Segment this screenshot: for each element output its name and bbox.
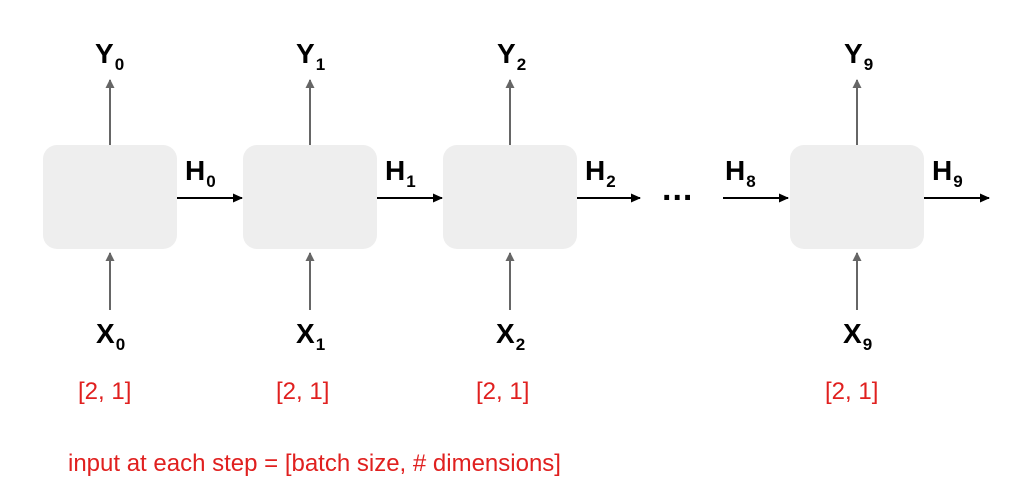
output-label-9: Y9 [844, 38, 874, 74]
hidden-label-2: H2 [585, 155, 616, 191]
input-shape-0: [2, 1] [78, 378, 132, 405]
input-shape-1: [2, 1] [276, 378, 330, 405]
rnn-cell-2 [443, 145, 577, 249]
input-label-0: X0 [96, 318, 126, 354]
output-label-1: Y1 [296, 38, 326, 74]
rnn-cell-0 [43, 145, 177, 249]
hidden-label-8: H8 [725, 155, 756, 191]
input-shape-9: [2, 1] [825, 378, 879, 405]
output-label-2: Y2 [497, 38, 527, 74]
output-label-0: Y0 [95, 38, 125, 74]
ellipsis: ... [662, 170, 694, 208]
rnn-cell-1 [243, 145, 377, 249]
input-label-1: X1 [296, 318, 326, 354]
input-label-9: X9 [843, 318, 873, 354]
hidden-label-9: H9 [932, 155, 963, 191]
caption: input at each step = [batch size, # dime… [68, 450, 561, 477]
input-shape-2: [2, 1] [476, 378, 530, 405]
hidden-label-1: H1 [385, 155, 416, 191]
rnn-cell-9 [790, 145, 924, 249]
input-label-2: X2 [496, 318, 526, 354]
hidden-label-0: H0 [185, 155, 216, 191]
